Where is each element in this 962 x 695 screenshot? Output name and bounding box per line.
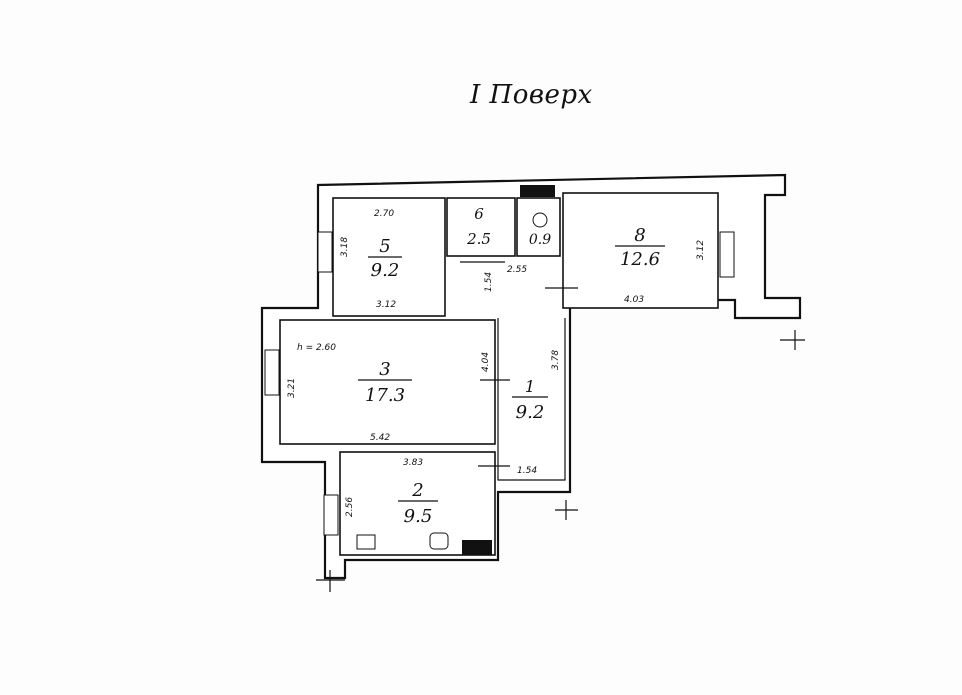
ventilation-shaft (520, 185, 555, 197)
window-room-3 (264, 349, 280, 396)
section-marker-entry (555, 500, 578, 520)
dim-room5-bottom: 3.12 (376, 300, 396, 310)
page-title: I Поверх (470, 80, 593, 110)
dim-hall-side: 3.78 (551, 350, 561, 370)
room-2-number: 2 (411, 480, 423, 501)
dim-room5-top: 2.70 (374, 209, 394, 219)
room-8-number: 8 (634, 225, 645, 246)
room-3 (279, 319, 496, 445)
dim-room8-side: 3.12 (696, 240, 706, 260)
dim-room8-bottom: 4.03 (624, 295, 644, 305)
dim-small-c: 1.54 (517, 466, 537, 476)
room-6-number: 6 (474, 205, 484, 223)
dim-room2-top: 3.83 (403, 458, 423, 468)
window-room-8 (719, 231, 735, 278)
window-room-5 (317, 231, 333, 273)
room-3-area: 17.3 (365, 385, 405, 406)
room-5-area: 9.2 (371, 260, 400, 281)
room-8 (562, 192, 719, 309)
dim-small-a: 2.55 (507, 265, 527, 275)
room-3-number: 3 (379, 359, 390, 380)
room-6 (446, 197, 516, 257)
room-7-area: 0.9 (529, 232, 551, 248)
room-8-area: 12.6 (620, 249, 660, 270)
room-5-number: 5 (379, 236, 390, 257)
section-marker-bottom (316, 570, 345, 592)
room-1-hallway (497, 318, 566, 481)
section-marker-right (780, 330, 805, 350)
ceiling-height-note: h = 2.60 (297, 343, 336, 353)
toilet-icon (532, 212, 548, 228)
dim-room3-bottom: 5.42 (370, 433, 390, 443)
dim-small-b: 1.54 (484, 272, 494, 292)
room-2-area: 9.5 (404, 506, 433, 527)
kitchen-shaft (462, 540, 492, 555)
sink-icon (429, 532, 449, 550)
stove-icon (356, 534, 376, 550)
room-1-area: 9.2 (516, 402, 545, 423)
window-room-2 (323, 494, 339, 536)
room-1-number: 1 (525, 377, 535, 396)
dim-room2-side: 2.56 (345, 497, 355, 517)
dim-room3-right: 4.04 (481, 352, 491, 372)
room-6-area: 2.5 (466, 230, 491, 248)
dim-room3-side: 3.21 (287, 378, 297, 398)
dim-room5-side: 3.18 (340, 237, 350, 257)
